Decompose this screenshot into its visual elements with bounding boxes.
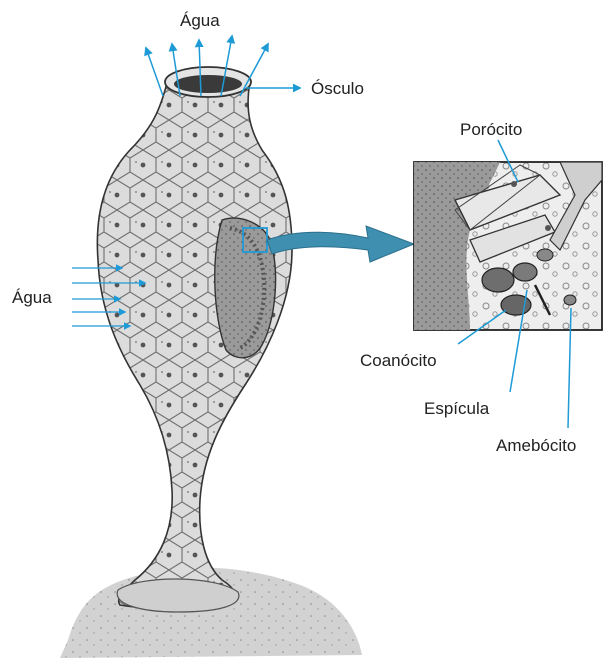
label-spicule: Espícula [424, 400, 489, 417]
label-osculum: Ósculo [311, 80, 364, 97]
label-amoebocyte: Amebócito [496, 437, 576, 454]
label-choanocyte: Coanócito [360, 352, 437, 369]
sponge-body [97, 82, 292, 608]
inset-panel [414, 162, 602, 330]
label-water-left: Água [12, 289, 52, 306]
label-water-top: Água [180, 12, 220, 29]
sponge-base [117, 579, 239, 612]
label-porocyte: Porócito [460, 121, 522, 138]
